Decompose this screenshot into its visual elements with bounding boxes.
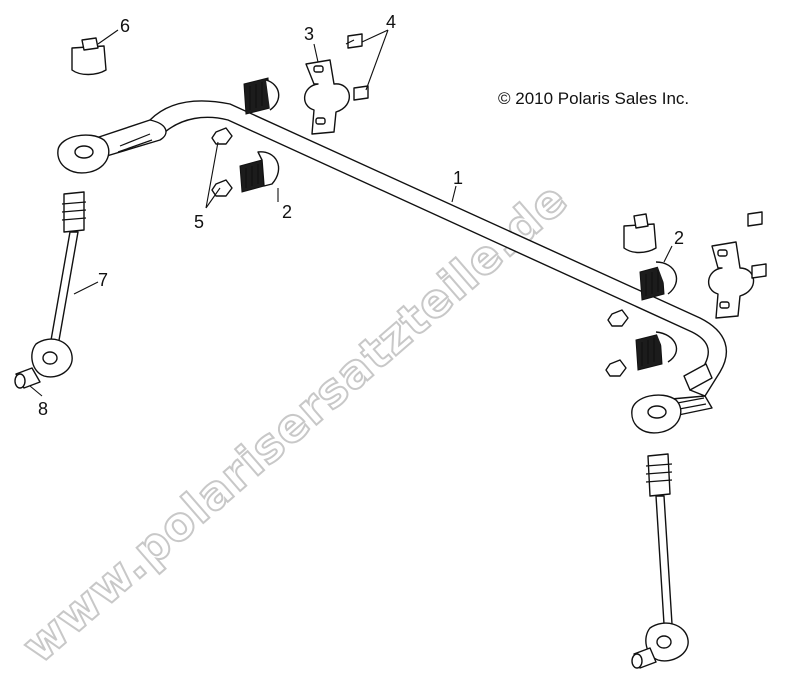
bolt-right-upper xyxy=(747,211,763,227)
copyright-text: © 2010 Polaris Sales Inc. xyxy=(498,89,689,108)
bushing-right-lower xyxy=(635,331,678,371)
callout-4: 4 xyxy=(386,12,396,32)
callout-2-left: 2 xyxy=(282,202,292,222)
stabilizer-bar xyxy=(57,100,728,434)
nut-right-lower xyxy=(605,359,627,377)
bushing-right-upper xyxy=(639,261,678,301)
bolt-right-lower xyxy=(751,263,767,279)
callout-2-right: 2 xyxy=(674,228,684,248)
nut-left-upper xyxy=(211,127,233,145)
nut-left-lower xyxy=(211,179,233,197)
sleeve-left xyxy=(14,367,41,389)
callout-8: 8 xyxy=(38,399,48,419)
bolt-left-lower xyxy=(353,85,369,101)
bushing-upper-left xyxy=(243,77,280,115)
locknut-left xyxy=(71,37,107,76)
bracket-left xyxy=(304,59,350,135)
callout-7: 7 xyxy=(98,270,108,290)
bolt-left-upper xyxy=(345,33,363,49)
sleeve-right xyxy=(631,647,657,669)
bracket-right xyxy=(708,241,755,319)
bushing-lower-left xyxy=(239,151,280,193)
nut-right-upper xyxy=(607,309,629,327)
callout-3: 3 xyxy=(304,24,314,44)
locknut-right xyxy=(623,213,657,254)
callout-5: 5 xyxy=(194,212,204,232)
end-link-left xyxy=(31,191,87,378)
end-link-right xyxy=(645,453,689,662)
callout-1: 1 xyxy=(453,168,463,188)
watermark: www.polarisersatzteile.de xyxy=(12,171,578,673)
callout-6: 6 xyxy=(120,16,130,36)
leader-lines xyxy=(29,29,673,397)
